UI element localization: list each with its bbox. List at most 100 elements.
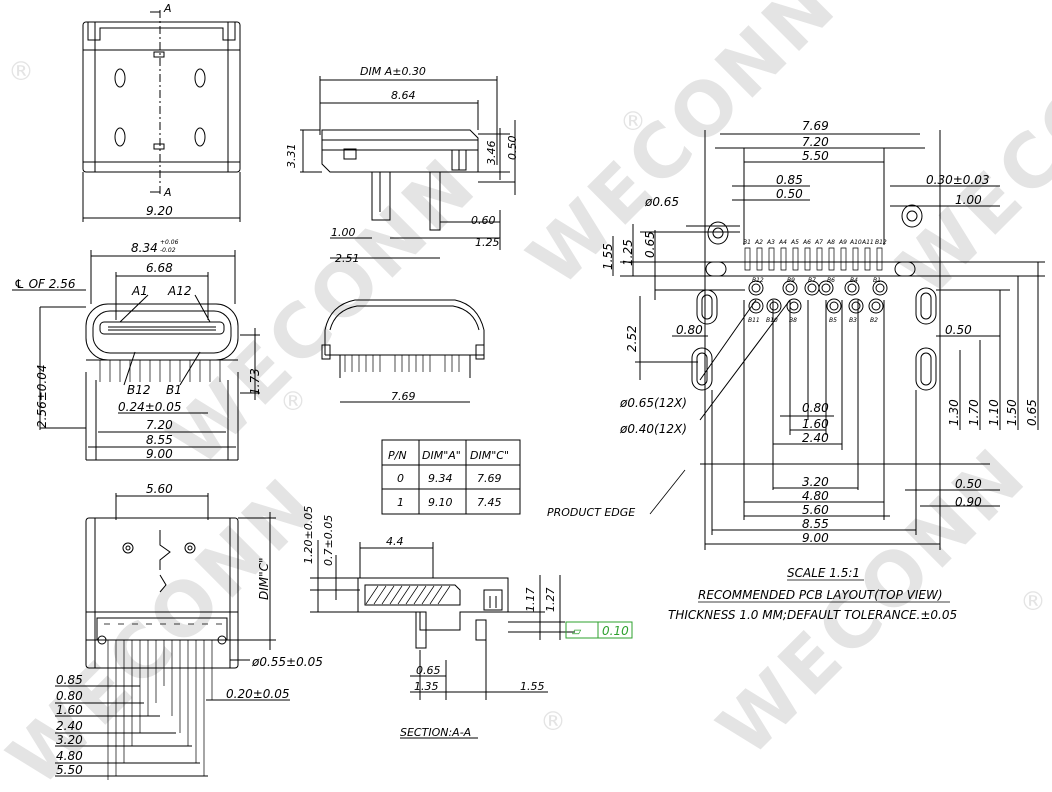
pcb-pin-label: B9	[787, 277, 795, 284]
pcb-pin-label: B3	[849, 317, 857, 324]
pcb-b480-dim: 4.80	[802, 489, 829, 503]
watermark-text: WECONN	[882, 0, 1052, 313]
pn-cell: 7.69	[477, 472, 502, 485]
ladder-dim: 0.80	[56, 689, 83, 703]
mouth-view	[12, 250, 260, 461]
pcb-pin-label: B1	[873, 277, 881, 284]
product-edge-label: PRODUCT EDGE	[547, 506, 635, 519]
mouth-tol-upper: +0.06	[160, 239, 179, 246]
product-edge-leader	[649, 469, 686, 515]
scale-note: SCALE 1.5:1	[787, 566, 860, 580]
flatness-symbol: ⏥	[572, 624, 582, 638]
section-d155-dim: 1.55	[520, 680, 545, 693]
registered-mark: ®	[1020, 587, 1046, 617]
pn-header-pn: P/N	[388, 449, 407, 462]
pcb-d550-dim: 5.50	[802, 149, 829, 163]
pcb-v155-dim: 1.55	[601, 243, 615, 270]
pcb-b560-dim: 5.60	[802, 503, 829, 517]
pcb-r090-dim: 0.90	[955, 495, 982, 509]
pcb-pin-label: A4	[778, 239, 787, 246]
pcb-d050-dim: 0.50	[776, 187, 803, 201]
ladder-dim: 3.20	[56, 733, 83, 747]
side-view	[300, 76, 516, 259]
mouth-chamfer-note: ℄ OF 2.56	[14, 277, 76, 291]
pcb-d080-dim: 0.80	[676, 323, 703, 337]
section-d065-dim: 0.65	[416, 664, 441, 677]
pcb-d100-dim: 1.00	[955, 193, 982, 207]
pcb-d720-dim: 7.20	[802, 135, 829, 149]
mouth-d855-dim: 8.55	[146, 433, 173, 447]
pcb-b855-dim: 8.55	[802, 517, 829, 531]
pcb-b320-dim: 3.20	[802, 475, 829, 489]
side-dim-a: DIM A±0.30	[360, 65, 426, 78]
pcb-pin-label: A7	[814, 239, 823, 246]
watermark-text: WECONN	[152, 141, 494, 483]
mouth-height-right-dim: 1.73	[248, 368, 262, 395]
side-h346-dim: 3.46	[485, 141, 498, 166]
section-d135-dim: 1.35	[414, 680, 439, 693]
pn-header-dimc: DIM"C"	[470, 449, 509, 462]
pcb-d769-dim: 7.69	[802, 119, 829, 133]
pn-header-dima: DIM"A"	[422, 449, 461, 462]
side-height-dim: 3.31	[285, 144, 298, 169]
side-d100-dim: 1.00	[331, 226, 356, 239]
watermark-text: WECONN	[0, 461, 334, 792]
pcb-pin-label: B8	[789, 317, 797, 324]
pcb-pin-label: A3	[766, 239, 775, 246]
section-h117-dim: 1.17	[524, 588, 537, 613]
pin-label-a12: A12	[167, 284, 191, 298]
mouth-height-left-dim: 2.56±0.04	[35, 365, 49, 429]
thickness-note: THICKNESS 1.0 MM;DEFAULT TOLERANCE.±0.05	[668, 608, 957, 622]
pcb-d050r-dim: 0.50	[945, 323, 972, 337]
section-h127-dim: 1.27	[544, 588, 557, 613]
ladder-dim: 0.85	[56, 673, 83, 687]
top-width-dim: 7.69	[391, 390, 416, 403]
side-d251-dim: 2.51	[335, 252, 360, 265]
mouth-tol-lower: -0.02	[160, 247, 176, 254]
ladder-dim: 1.60	[56, 703, 83, 717]
top-view	[321, 299, 485, 403]
pin-label-b12: B12	[127, 383, 151, 397]
pcb-layout	[612, 130, 1045, 550]
registered-mark: ®	[620, 107, 646, 137]
side-d060-dim: 0.60	[471, 214, 496, 227]
section-hatch	[365, 585, 451, 605]
bottom-hole-dim: ø0.55±0.05	[251, 655, 323, 669]
pcb-pin-label: B11	[748, 317, 760, 324]
pcb-b160-dim: 1.60	[802, 417, 829, 431]
pcb-pads-a	[744, 247, 883, 271]
pcb-phi065x12-dim: ø0.65(12X)	[619, 396, 687, 410]
pcb-v065r-dim: 0.65	[1025, 399, 1039, 426]
front-view	[82, 10, 241, 222]
ladder-dim: 2.40	[56, 719, 83, 733]
side-h050-dim: 0.50	[506, 136, 519, 161]
pcb-d030-dim: 0.30±0.03	[926, 173, 990, 187]
pcb-pin-label: B5	[829, 317, 837, 324]
pcb-v130-dim: 1.30	[947, 399, 961, 426]
pcb-b240-dim: 2.40	[802, 431, 829, 445]
pcb-pin-label: A10	[849, 239, 862, 246]
mouth-outer-dim: 8.34	[131, 241, 158, 255]
pcb-v150-dim: 1.50	[1005, 399, 1019, 426]
pcb-pin-label: B12	[875, 239, 887, 246]
pcb-pin-label: B2	[870, 317, 878, 324]
pin-label-a1: A1	[131, 284, 148, 298]
side-length-dim: 8.64	[391, 89, 416, 102]
pcb-v252-dim: 2.52	[625, 325, 639, 352]
section-view	[310, 540, 575, 739]
pn-cell: 7.45	[477, 496, 502, 509]
flatness-value: 0.10	[602, 624, 629, 638]
pcb-pin-label: A6	[802, 239, 811, 246]
side-d125-dim: 1.25	[475, 236, 500, 249]
pcb-v170-dim: 1.70	[967, 399, 981, 426]
pcb-d085-dim: 0.85	[776, 173, 803, 187]
section-mark-top: A	[163, 2, 172, 15]
section-title: SECTION:A-A	[400, 726, 471, 739]
pcb-v110-dim: 1.10	[987, 399, 1001, 426]
pcb-pin-label: A5	[790, 239, 799, 246]
bottom-width-dim: 5.60	[146, 482, 173, 496]
bottom-pin-width-dim: 0.20±0.05	[226, 687, 290, 701]
section-v120-dim: 1.20±0.05	[302, 506, 315, 564]
pcb-pin-label: B7	[808, 277, 816, 284]
pcb-r050-dim: 0.50	[955, 477, 982, 491]
